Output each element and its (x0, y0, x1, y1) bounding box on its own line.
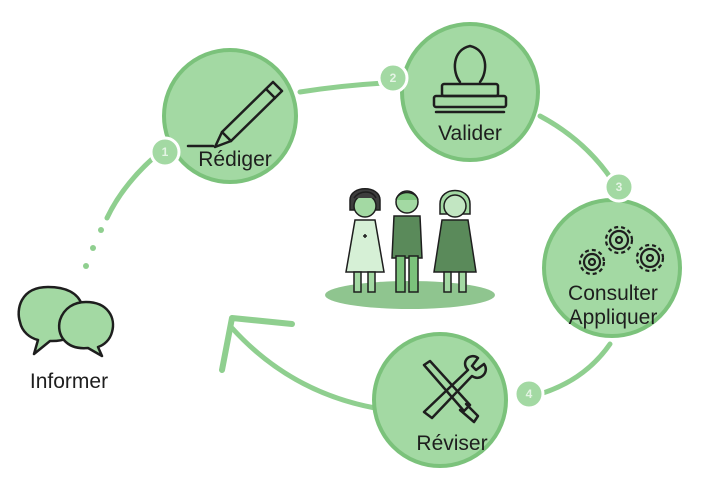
step-label-1: Rédiger (198, 148, 272, 171)
step-number-4: 4 (525, 387, 533, 401)
person-middle (391, 190, 423, 293)
speech-bubbles-icon (17, 285, 115, 358)
step-label-2: Valider (438, 122, 502, 145)
step-label-3: Consulter Appliquer (568, 282, 658, 329)
step-number-3: 3 (615, 180, 623, 194)
badge-bg-1 (149, 136, 181, 168)
tools-icon (422, 354, 488, 424)
stamp-icon (432, 44, 508, 114)
cycle-arrowhead (219, 315, 295, 373)
step-label-4: Réviser (416, 432, 488, 455)
dot (90, 245, 96, 251)
path-3-4 (537, 341, 613, 397)
gears-icon (578, 225, 665, 276)
badge-bg-2 (377, 62, 409, 94)
step-circle-1 (162, 48, 298, 184)
person-left (345, 188, 385, 293)
step-number-1: 1 (161, 145, 169, 159)
step-badges (149, 62, 635, 410)
pencil-icon (186, 80, 284, 149)
dot (98, 227, 104, 233)
path-4-arrow (229, 325, 378, 411)
person-right (433, 189, 477, 293)
step-circle-2 (400, 22, 540, 162)
informer-dots (83, 227, 104, 269)
dot (83, 263, 89, 269)
path-2-3 (537, 113, 615, 183)
badge-bg-4 (513, 378, 545, 410)
step-number-2: 2 (389, 71, 397, 85)
informer-label: Informer (29, 370, 109, 393)
people-group-icon (325, 188, 495, 309)
badge-bg-3 (603, 171, 635, 203)
